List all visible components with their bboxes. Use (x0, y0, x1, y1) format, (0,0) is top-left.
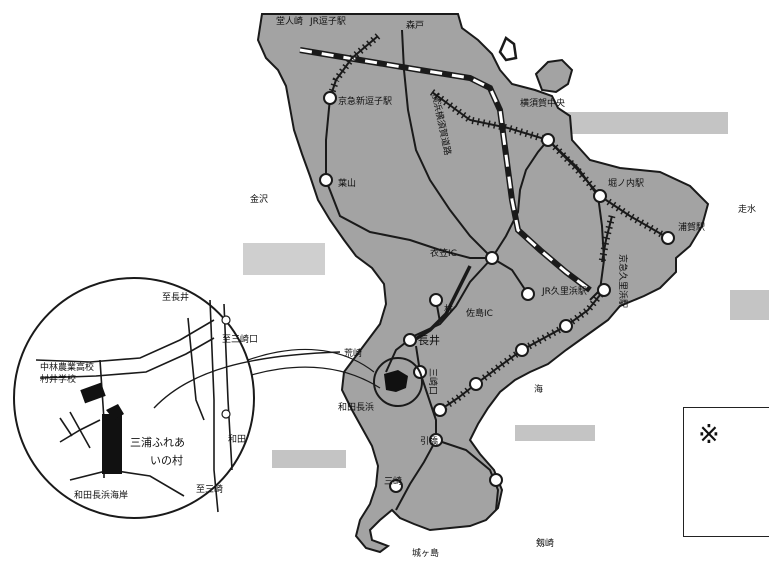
railways (326, 33, 670, 413)
inset-facility-building (106, 404, 124, 420)
expressway (299, 47, 592, 293)
station-node (389, 479, 403, 493)
station-node (593, 189, 607, 203)
label-hayashi: 林 (444, 303, 453, 315)
inset-circle (13, 277, 255, 519)
inset-label-top: 至長井 (162, 291, 189, 303)
label-morito: 森戸 (406, 19, 424, 31)
islet (534, 58, 574, 94)
label-misaki-bay: 海 (534, 383, 543, 395)
inset-facility-building (102, 414, 122, 474)
station-node (489, 473, 503, 487)
station-node (323, 91, 337, 105)
station-node (433, 403, 447, 417)
inset-label-bus-stop: 和田長浜海岸 (74, 489, 128, 501)
inset-signal-icon (221, 409, 231, 419)
sea-band (272, 450, 346, 468)
sea-band (515, 425, 595, 441)
label-keikyu-kurihama: 京急久里浜駅 (617, 254, 629, 308)
inset-school-building (80, 382, 106, 404)
label-hayama: 葉山 (338, 177, 356, 189)
label-wadanagahama: 和田長浜 (338, 402, 374, 413)
station-node (319, 173, 333, 187)
inset-map: 至長井 至三崎口 和田 中林農業高校 村井学校 三浦ふれあ いの村 和田長浜海岸… (13, 277, 341, 519)
note-box: ※ (683, 407, 769, 537)
inset-label-school2: 村井学校 (40, 373, 76, 385)
sea-band (730, 290, 769, 320)
station-node (559, 319, 573, 333)
site-building-icon (384, 370, 408, 392)
label-zushi-kamiyamaguchi: 堂人崎 (276, 15, 303, 27)
label-jr-zushi: JR逗子駅 (309, 16, 346, 27)
label-kanagawa: 金沢 (250, 193, 268, 205)
station-node (403, 333, 417, 347)
label-yokosuka-ic: 衣笠IC (430, 247, 457, 259)
station-node (429, 433, 443, 447)
label-uraga: 浦賀駅 (678, 221, 705, 233)
inset-label-bottom: 至三崎 (196, 483, 223, 495)
station-node (541, 133, 555, 147)
label-sajima-ic: 佐島IC (466, 307, 493, 319)
site-highlight-circle (373, 357, 423, 407)
label-tsurugisaki: 剱崎 (536, 537, 554, 549)
label-arasaki: 荒崎 (344, 347, 362, 359)
label-horinouchi: 堀ノ内駅 (608, 177, 644, 189)
station-node (661, 231, 675, 245)
label-misakiguchi: 三崎口 (427, 368, 439, 395)
sea-band (243, 243, 325, 275)
station-node (521, 287, 535, 301)
inset-label-right1: 至三崎口 (222, 333, 258, 345)
station-node (429, 293, 443, 307)
inset-label-main-line1: 三浦ふれあ (130, 436, 185, 449)
label-hassan: 引橋 (420, 435, 438, 447)
inset-label-school: 中林農業高校 (40, 361, 94, 373)
label-yokosuka-chuo: 横須賀中央 (520, 97, 565, 109)
stations (319, 91, 675, 493)
station-node (515, 343, 529, 357)
station-node (469, 377, 483, 391)
inset-label-right2: 和田 (228, 434, 246, 445)
station-node (597, 283, 611, 297)
label-jr-kurihama: JR久里浜駅 (541, 285, 587, 297)
label-misaki: 三崎 (384, 475, 402, 487)
inset-main-road-arrow (153, 351, 341, 409)
reference-mark: ※ (698, 420, 720, 450)
label-jogashima: 城ヶ島 (412, 547, 439, 559)
station-node (485, 251, 499, 265)
inset-signal-icon (221, 315, 231, 325)
label-keikyu-shinzushi: 京急新逗子駅 (338, 95, 392, 107)
label-east-edge: 走水 (738, 203, 756, 215)
inset-label-main-line2: いの村 (150, 453, 183, 467)
islet (498, 36, 518, 62)
peninsula-land (256, 13, 710, 554)
label-nagai: 長井 (418, 333, 440, 347)
